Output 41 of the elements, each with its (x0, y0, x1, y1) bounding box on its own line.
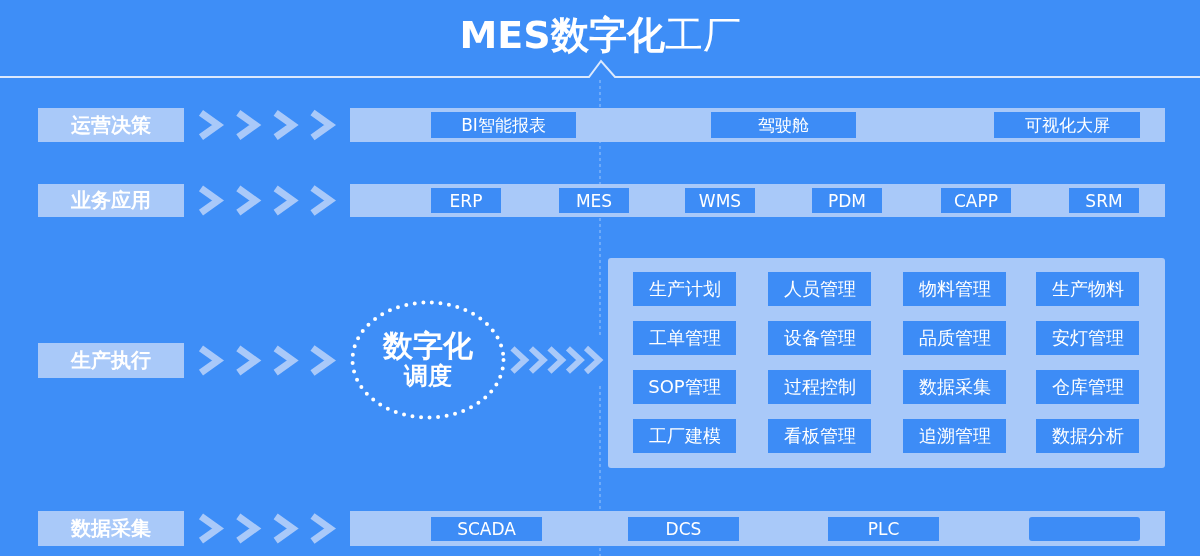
module-box: 数据分析 (1036, 419, 1139, 453)
layer-band (350, 184, 1165, 217)
module-box: SOP管理 (633, 370, 736, 404)
module-box: 物料管理 (903, 272, 1006, 306)
module-box: 过程控制 (768, 370, 871, 404)
module-box: 安灯管理 (1036, 321, 1139, 355)
module-box: 生产计划 (633, 272, 736, 306)
module-box: 品质管理 (903, 321, 1006, 355)
heading-text: 数字化 (383, 328, 473, 363)
module-box: 看板管理 (768, 419, 871, 453)
row-label: 数据采集 (38, 511, 184, 546)
module-box: 仓库管理 (1036, 370, 1139, 404)
system-box: 驾驶舱 (711, 112, 856, 138)
module-box: 设备管理 (768, 321, 871, 355)
title: MES数字化工厂 (459, 14, 741, 58)
system-box: MES (559, 188, 629, 213)
subheading-text: 调度 (404, 363, 452, 392)
dotted-circle (350, 300, 506, 420)
module-box: 工单管理 (633, 321, 736, 355)
row-label: 业务应用 (38, 184, 184, 217)
system-box (1029, 517, 1140, 541)
module-panel (608, 258, 1165, 468)
system-box: PLC (828, 517, 939, 541)
system-box: ERP (431, 188, 501, 213)
layer-band (350, 108, 1165, 142)
system-box: BI智能报表 (431, 112, 576, 138)
module-box: 追溯管理 (903, 419, 1006, 453)
system-box: WMS (685, 188, 755, 213)
module-box: 工厂建模 (633, 419, 736, 453)
system-box: SCADA (431, 517, 542, 541)
module-box: 人员管理 (768, 272, 871, 306)
layer-band (350, 511, 1165, 546)
module-box: 生产物料 (1036, 272, 1139, 306)
system-box: PDM (812, 188, 882, 213)
row-label: 运营决策 (38, 108, 184, 142)
system-box: 可视化大屏 (994, 112, 1140, 138)
module-box: 数据采集 (903, 370, 1006, 404)
system-box: DCS (628, 517, 739, 541)
system-box: SRM (1069, 188, 1139, 213)
row-label: 生产执行 (38, 343, 184, 378)
system-box: CAPP (941, 188, 1011, 213)
